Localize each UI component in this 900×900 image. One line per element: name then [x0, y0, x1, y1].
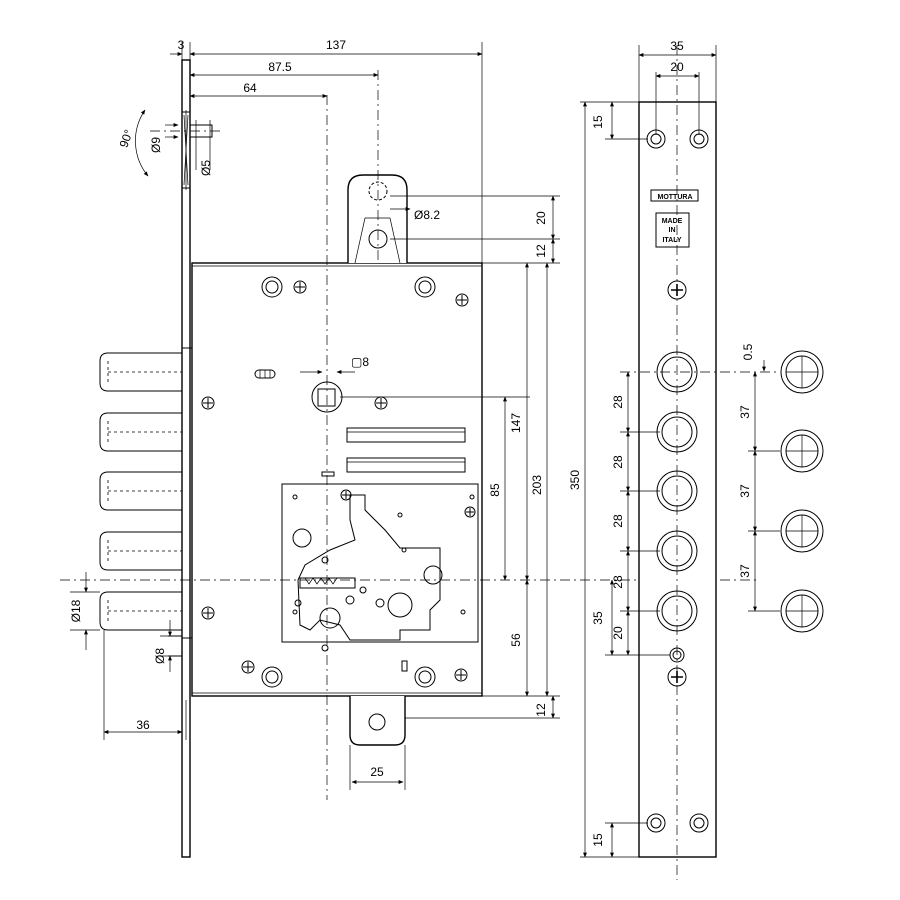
- dim-35-right: 35: [591, 611, 605, 625]
- dim-28-b: 28: [611, 455, 625, 469]
- body-screws: [201, 276, 469, 688]
- left-dims: [70, 572, 187, 740]
- top-tab: [347, 174, 408, 264]
- dim-203: 203: [530, 475, 544, 495]
- dim-0-5: 0.5: [741, 343, 755, 360]
- pin-detail: [135, 109, 222, 177]
- bolts: [99, 347, 193, 657]
- dim-28-a: 28: [611, 395, 625, 409]
- made-in-line-2: IN: [669, 227, 676, 234]
- keeper-holes: [780, 350, 824, 633]
- dim-3: 3: [178, 38, 185, 52]
- face-plate: [638, 45, 717, 880]
- plate-markings: MOTTURA MADE IN ITALY: [658, 194, 693, 244]
- dim-25: 25: [370, 765, 384, 779]
- lock-body: [191, 262, 483, 697]
- dim-37-b: 37: [738, 484, 752, 498]
- dim-35-top: 35: [670, 39, 684, 53]
- dim-28-d: 28: [611, 575, 625, 589]
- dim-37-c: 37: [738, 564, 752, 578]
- dim-350: 350: [568, 470, 582, 490]
- slots: [321, 427, 466, 477]
- bottom-tab: [349, 696, 406, 746]
- face-plate-dims: [580, 45, 780, 858]
- dim-square-8: ▢8: [351, 355, 369, 369]
- dim-dia-5: Ø5: [199, 160, 213, 176]
- dim-56: 56: [509, 633, 523, 647]
- dim-20-right: 20: [611, 626, 625, 640]
- made-in-line-3: ITALY: [662, 237, 681, 244]
- dim-87-5: 87.5: [268, 60, 292, 74]
- dim-20-top: 20: [534, 211, 548, 225]
- dim-36: 36: [136, 718, 150, 732]
- dim-12-top: 12: [534, 244, 548, 258]
- dim-angle-90: 90°: [117, 128, 136, 150]
- dim-dia-8-2: Ø8.2: [414, 208, 440, 222]
- mechanism-plate: [281, 483, 479, 672]
- dim-147: 147: [509, 413, 523, 433]
- dim-28-c: 28: [611, 514, 625, 528]
- dim-37-a: 37: [738, 405, 752, 419]
- dim-dia-8: Ø8: [153, 648, 167, 664]
- made-in-line-1: MADE: [662, 218, 683, 225]
- dim-137: 137: [326, 38, 346, 52]
- dim-dia-18: Ø18: [69, 599, 83, 622]
- dim-12-bottom: 12: [534, 703, 548, 717]
- dim-15-top: 15: [591, 115, 605, 129]
- dim-dia-9: Ø9: [149, 137, 163, 153]
- body-vertical-dims: [340, 195, 560, 790]
- brand-label: MOTTURA: [658, 194, 693, 201]
- top-dims: [170, 42, 483, 263]
- dimension-labels: 3 137 87.5 64 90° Ø9 Ø5 Ø8.2 ▢8 20 12 14…: [69, 38, 755, 847]
- dim-20-plate: 20: [670, 60, 684, 74]
- dim-85: 85: [488, 483, 502, 497]
- dim-64: 64: [243, 81, 257, 95]
- dim-15-bottom: 15: [591, 833, 605, 847]
